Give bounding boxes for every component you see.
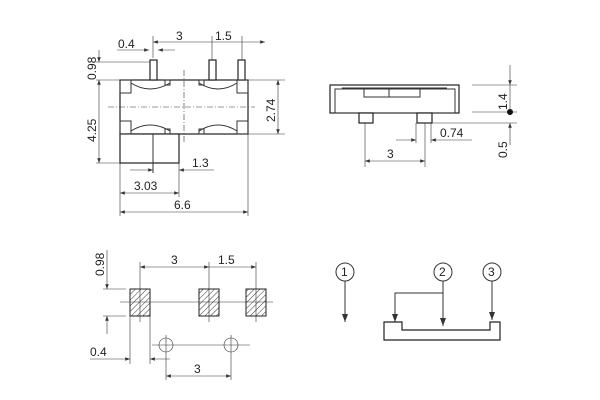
dim-0.4: 0.4 bbox=[118, 37, 135, 51]
dim-0.98: 0.98 bbox=[93, 252, 107, 276]
dim-0.5: 0.5 bbox=[496, 141, 510, 158]
top-view: 0.4 3 1.5 0.98 4.25 2.74 1.3 3.03 6.6 bbox=[85, 29, 285, 216]
side-view: 1.4 0.5 0.74 3 bbox=[329, 65, 517, 167]
pin bbox=[237, 59, 246, 81]
dim-3-bottom: 3 bbox=[194, 362, 201, 376]
pin bbox=[208, 59, 217, 81]
switch-profile bbox=[383, 321, 501, 341]
actuator bbox=[119, 133, 180, 164]
dim-1.5: 1.5 bbox=[215, 29, 232, 43]
dim-1.4: 1.4 bbox=[496, 93, 510, 110]
dim-4.25: 4.25 bbox=[85, 118, 99, 142]
dim-3: 3 bbox=[171, 253, 178, 267]
pin-3-label: 3 bbox=[488, 265, 495, 279]
pinout: 1 2 3 bbox=[335, 262, 502, 341]
dim-0.74: 0.74 bbox=[440, 126, 464, 140]
dim-6.6: 6.6 bbox=[174, 198, 191, 212]
dim-1.3: 1.3 bbox=[192, 156, 209, 170]
pin bbox=[149, 59, 158, 81]
pin-1-label: 1 bbox=[341, 265, 348, 279]
dim-3: 3 bbox=[176, 29, 183, 43]
dim-0.4: 0.4 bbox=[90, 345, 107, 359]
footprint: 0.98 3 1.5 0.4 3 bbox=[90, 250, 273, 380]
pin-2-label: 2 bbox=[439, 265, 446, 279]
dim-2.74: 2.74 bbox=[264, 98, 278, 122]
dim-0.98: 0.98 bbox=[85, 56, 99, 80]
dim-3: 3 bbox=[387, 147, 394, 161]
dim-3.03: 3.03 bbox=[134, 179, 158, 193]
dim-1.5: 1.5 bbox=[218, 253, 235, 267]
